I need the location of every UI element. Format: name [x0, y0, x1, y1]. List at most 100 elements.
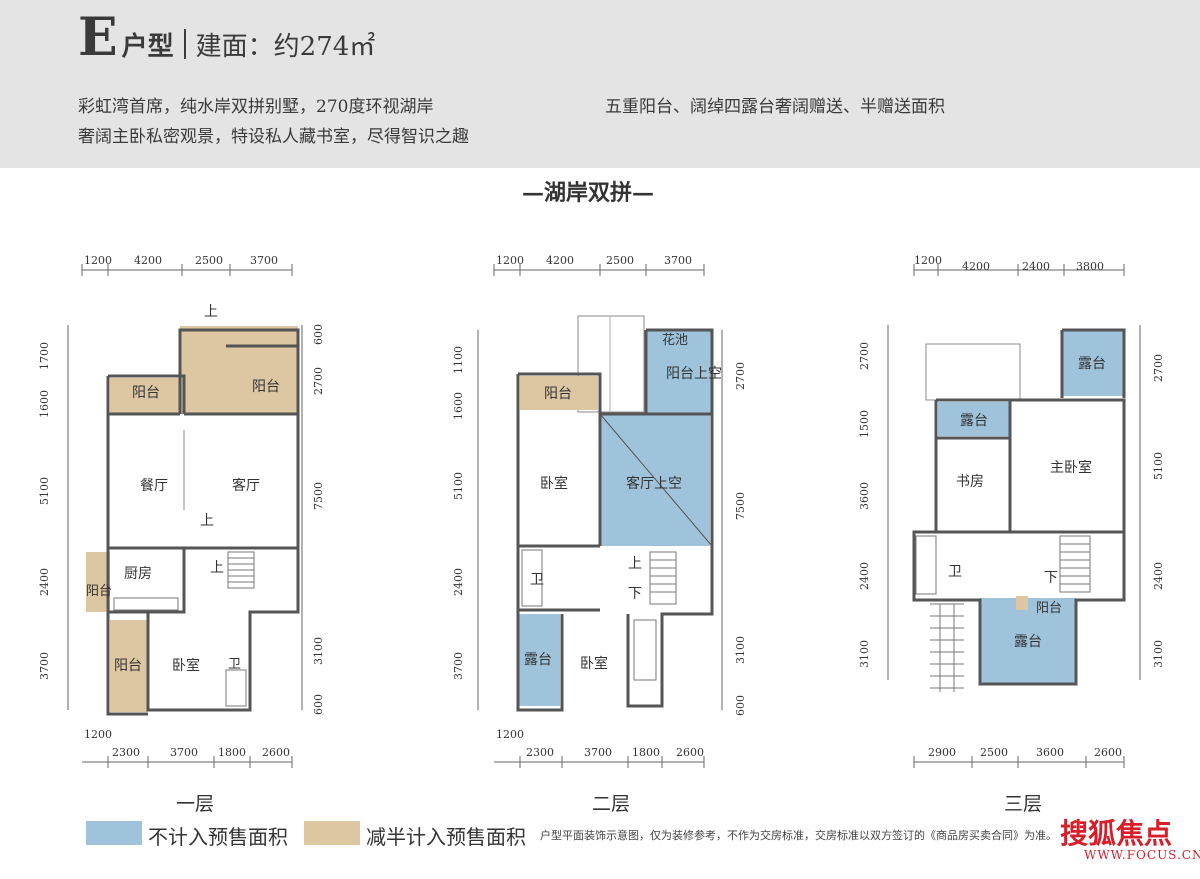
floor1-top-dim: 4200	[134, 254, 162, 267]
floor1-up-1: 上	[204, 304, 218, 320]
floor2-right-dim: 3100	[734, 636, 747, 664]
floor3-bottom-dim: 2600	[1094, 746, 1122, 759]
floor2-top-dim: 4200	[546, 254, 574, 267]
floor1-balcony-b: 阳台	[252, 379, 280, 395]
legend-blue-swatch	[86, 821, 142, 845]
floor2-balcony-void: 阳台上空	[666, 366, 722, 382]
floor2-bottom-dim: 2600	[676, 746, 704, 759]
floor1-bottom-dim: 2600	[262, 746, 290, 759]
floor2-bottom-dim: 1800	[632, 746, 660, 759]
watermark-brand: 搜狐焦点	[1060, 817, 1173, 850]
floor2-bath: 卫	[530, 572, 544, 588]
floor2-top-dim: 2500	[606, 254, 634, 267]
floor2-left-dim: 1100	[452, 346, 465, 374]
floor1-right-dim: 600	[312, 324, 325, 345]
floor3-top-dim: 3800	[1076, 260, 1104, 273]
floor1-bottom-dim: 3700	[170, 746, 198, 759]
description-line-2: 奢阔主卧私密观景，特设私人藏书室，尽得智识之趣	[78, 127, 469, 147]
floor2-right-dim: 2700	[734, 362, 747, 390]
floor1-living: 客厅	[232, 477, 260, 494]
floor1-balcony-c: 阳台	[86, 584, 112, 599]
floor2-bottom-dim: 1200	[496, 728, 524, 741]
floor3-master: 主卧室	[1050, 459, 1092, 476]
floor1-up-2: 上	[200, 513, 214, 529]
floor3-bottom-dim: 2900	[928, 746, 956, 759]
floor1-right-dim: 7500	[312, 482, 325, 510]
floor1-top-dim: 3700	[250, 254, 278, 267]
title-divider	[183, 29, 186, 59]
title: E 户型 建面：约274㎡	[78, 12, 375, 64]
floor2-bottom-dim: 3700	[584, 746, 612, 759]
floor3-left-dim: 2700	[858, 342, 871, 370]
floor2-top-dim: 1200	[496, 254, 524, 267]
floor2-bedroom-2: 卧室	[580, 655, 608, 672]
floor3-top-dim: 4200	[962, 260, 990, 273]
floor1-kitchen: 厨房	[124, 566, 152, 582]
floor1-dining: 餐厅	[140, 478, 168, 494]
floor2-balcony: 阳台	[544, 386, 572, 402]
description-line-1: 彩虹湾首席，纯水岸双拼别墅，270度环视湖岸	[78, 97, 434, 117]
floor1-bottom-dim: 1800	[218, 746, 246, 759]
floor3-bottom-dim: 2500	[980, 746, 1008, 759]
floor1-bottom-dim: 2300	[112, 746, 140, 759]
floor2-left-dim: 1600	[452, 392, 465, 420]
unit-type-label: 户型	[121, 32, 174, 62]
floor3-left-dim: 2400	[858, 562, 871, 590]
floor2-left-dim: 5100	[452, 472, 465, 500]
header-band	[0, 0, 1200, 168]
floor3-left-dim: 3100	[858, 640, 871, 668]
floor1-bottom-dim: 1200	[84, 728, 112, 741]
floor1-top-dim: 2500	[195, 254, 223, 267]
floor3-right-dim: 3100	[1152, 640, 1165, 668]
floor1-balcony-a: 阳台	[132, 385, 160, 401]
floor2-terrace: 露台	[524, 652, 552, 668]
floor3-terrace-3: 露台	[1014, 634, 1042, 650]
floor3-right-dim: 2400	[1152, 562, 1165, 590]
floor3-bottom-dim: 3600	[1036, 746, 1064, 759]
floor2-down: 下	[628, 586, 642, 602]
legend-tan-swatch	[304, 821, 360, 845]
floor2-right-dim: 7500	[734, 492, 747, 520]
unit-area: 建面：约274㎡	[195, 32, 376, 62]
watermark-url: WWW.FOCUS.CN	[1084, 848, 1200, 862]
floor2-living-void: 客厅上空	[626, 475, 682, 492]
disclaimer-note: 户型平面装饰示意图，仅为装修参考，不作为交房标准，交房标准以双方签订的《商品房买…	[540, 829, 1057, 842]
floor3-study: 书房	[956, 474, 984, 490]
legend-blue-label: 不计入预售面积	[148, 825, 288, 849]
floor1-left-dim: 5100	[38, 477, 51, 505]
floor1-up-3: 上	[210, 560, 224, 576]
floor2-top-dim: 3700	[664, 254, 692, 267]
floor1-balcony-d: 阳台	[114, 658, 142, 674]
floor1-left-dim: 3700	[38, 652, 51, 680]
floor-3-label: 三层	[1004, 793, 1043, 815]
floor2-bottom-dim: 2300	[526, 746, 554, 759]
floor3-right-dim: 2700	[1152, 354, 1165, 382]
floor2-planter: 花池	[662, 332, 688, 348]
unit-letter: E	[78, 7, 118, 68]
floor3-balcony: 阳台	[1036, 601, 1062, 616]
floor1-top-dim: 1200	[84, 254, 112, 267]
floor2-left-dim: 3700	[452, 652, 465, 680]
floor3-left-dim: 3600	[858, 482, 871, 510]
floor3-terrace-2: 露台	[960, 413, 988, 429]
floor-2-plan: 1200 4200 2500 3700 1200 2300 3700 1800 …	[452, 254, 747, 768]
floor3-right-dim: 5100	[1152, 452, 1165, 480]
floor1-right-dim: 2700	[312, 367, 325, 395]
floor3-down: 下	[1044, 570, 1058, 586]
floor-3-plan: 1200 4200 2400 3800 2900 2500 3600 2600 …	[858, 254, 1165, 768]
floor2-right-dim: 600	[734, 695, 747, 716]
floor3-bath: 卫	[948, 564, 962, 580]
floor2-left-dim: 2400	[452, 568, 465, 596]
floor1-bedroom: 卧室	[172, 657, 200, 674]
legend-tan-label: 减半计入预售面积	[366, 825, 526, 849]
floor-2-label: 二层	[592, 793, 631, 815]
floor1-right-dim: 600	[312, 694, 325, 715]
layout-subtitle: —湖岸双拼—	[522, 180, 655, 206]
floor2-bedroom-1: 卧室	[540, 475, 568, 492]
floor-1-plan: 1200 4200 2500 3700 1200 2300 3700 1800 …	[38, 254, 325, 768]
floor-1-label: 一层	[176, 793, 215, 815]
floor3-top-dim: 1200	[914, 254, 942, 267]
description-line-3: 五重阳台、阔绰四露台奢阔赠送、半赠送面积	[605, 97, 945, 117]
floor3-terrace-1: 露台	[1078, 356, 1106, 372]
